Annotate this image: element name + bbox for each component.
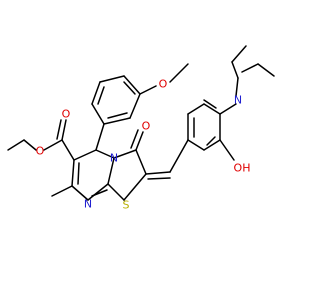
bond xyxy=(71,159,75,187)
bond xyxy=(43,139,63,151)
bond xyxy=(129,93,141,119)
bond xyxy=(123,75,141,95)
bond xyxy=(23,139,37,151)
bond xyxy=(123,81,136,95)
bond xyxy=(257,63,275,77)
bond-layer xyxy=(7,45,275,201)
bond xyxy=(219,103,237,115)
atom-label-sulfur: S xyxy=(123,199,130,212)
bond xyxy=(61,139,75,161)
bond xyxy=(231,61,239,79)
bond xyxy=(187,103,205,115)
bond xyxy=(219,139,235,161)
atom-label-oxygen: O xyxy=(62,108,71,121)
bond xyxy=(139,85,157,95)
bond xyxy=(169,139,189,173)
bond xyxy=(91,103,105,125)
bond xyxy=(145,171,171,175)
bond xyxy=(135,131,144,151)
bond xyxy=(107,183,125,201)
bond xyxy=(203,99,217,109)
bond xyxy=(203,139,221,151)
bond xyxy=(77,162,80,185)
bond xyxy=(169,63,189,83)
bond xyxy=(130,129,139,149)
bond xyxy=(206,136,216,146)
atom-label-layer: N O O O O N OH N S xyxy=(36,78,251,212)
atom-label-oxygen: O xyxy=(36,145,45,158)
atom-label-oxygen: O xyxy=(159,78,168,91)
bond xyxy=(91,189,108,197)
bond xyxy=(7,139,25,151)
bond xyxy=(147,177,171,180)
bond xyxy=(203,103,221,115)
bond xyxy=(107,112,128,119)
bond xyxy=(235,77,239,97)
bond xyxy=(51,185,73,197)
bond xyxy=(97,86,105,105)
atom-label-oxygen: O xyxy=(142,120,151,133)
bond xyxy=(123,173,147,201)
molecule-structure: N O O O O N OH N S xyxy=(7,45,275,212)
bond xyxy=(107,157,115,185)
atom-label-nitrogen: N xyxy=(84,198,92,211)
bond xyxy=(56,119,62,140)
bond xyxy=(95,123,105,151)
bond xyxy=(73,149,97,161)
atom-label-nitrogen: N xyxy=(234,94,242,107)
bond xyxy=(87,183,109,201)
bond xyxy=(71,185,89,201)
bond xyxy=(231,45,247,63)
bond xyxy=(187,139,205,151)
bond xyxy=(113,149,137,159)
bond xyxy=(95,149,115,159)
bond xyxy=(99,75,125,83)
bond xyxy=(135,149,147,175)
bond xyxy=(241,63,259,73)
bond xyxy=(61,119,67,141)
bond xyxy=(91,81,101,105)
atom-label-hydroxyl: OH xyxy=(234,162,251,175)
atom-label-nitrogen: N xyxy=(110,152,118,165)
bond xyxy=(103,117,131,125)
structure-canvas: N O O O O N OH N S xyxy=(7,45,275,212)
